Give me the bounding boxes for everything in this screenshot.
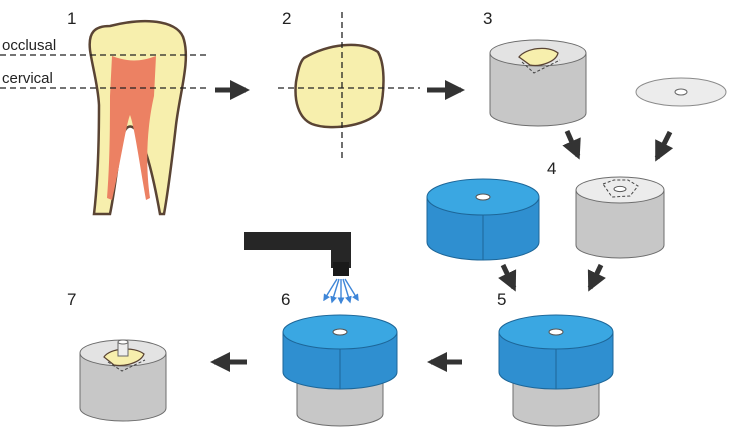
final-sample (79, 339, 167, 422)
mold-on-cylinder-step5 (498, 314, 614, 427)
cervical-label: cervical (2, 70, 53, 87)
spray-nozzle (244, 232, 351, 276)
arrow-3-to-4 (562, 129, 581, 160)
step-number-6: 6 (281, 290, 290, 309)
cylinder-with-disc (575, 176, 665, 259)
silicone-mold-step4 (426, 178, 540, 261)
step-number-4: 4 (547, 159, 556, 178)
pulp-chamber (107, 56, 156, 200)
occlusal-label: occlusal (2, 37, 56, 54)
step-number-3: 3 (483, 9, 492, 28)
cylinder-with-slice (489, 39, 587, 127)
mold-on-cylinder-step6 (282, 314, 398, 427)
tooth-illustration: occlusal cervical (0, 19, 208, 216)
step-number-7: 7 (67, 290, 76, 309)
arrow-mold-to-5 (498, 263, 517, 292)
arrow-cyl-to-5 (587, 263, 606, 292)
step-number-2: 2 (282, 9, 291, 28)
process-arrows (210, 80, 674, 372)
disc (635, 77, 727, 107)
step-number-1: 1 (67, 9, 76, 28)
step-number-5: 5 (497, 290, 506, 309)
tooth-slice (278, 12, 420, 160)
spray-jets (323, 278, 359, 305)
arrow-disc-to-4 (654, 130, 674, 162)
